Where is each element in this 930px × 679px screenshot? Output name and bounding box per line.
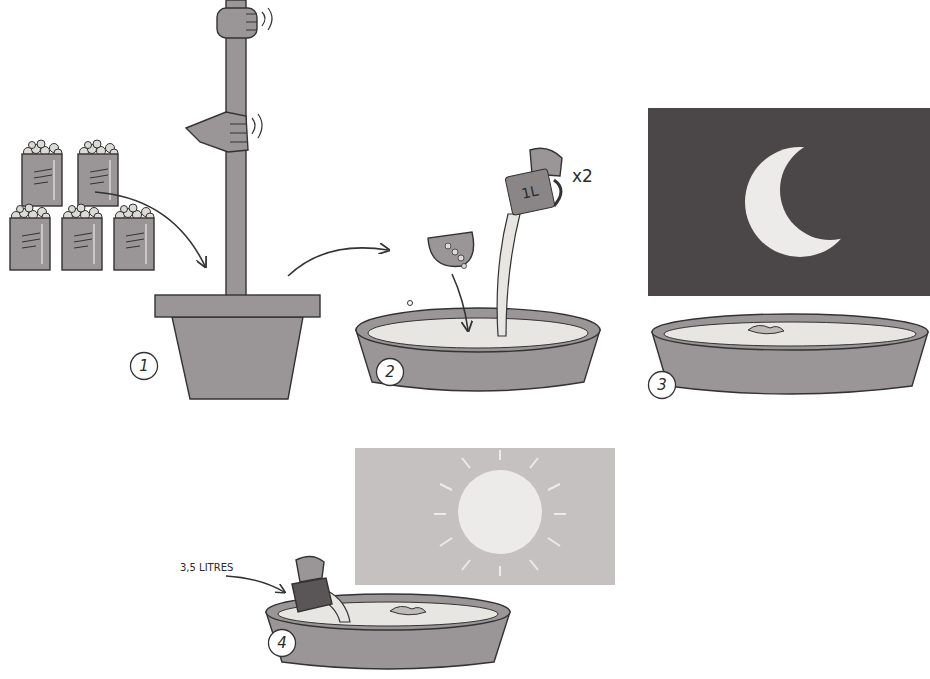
multiplier-note: x2: [572, 168, 593, 185]
leader-arrow: [226, 576, 284, 592]
step-number-text: 1: [139, 359, 149, 374]
day-panel: [462, 560, 470, 570]
basin: [368, 318, 588, 348]
basin: [356, 308, 600, 352]
day-panel: [530, 458, 538, 468]
pestle: [217, 8, 257, 38]
step-number: 2: [375, 357, 405, 387]
basin: [652, 314, 928, 350]
pestle: [246, 22, 257, 23]
night-panel: [648, 108, 930, 296]
grain-cans: [10, 140, 154, 270]
flow-arrow: [452, 274, 468, 330]
basin: [652, 314, 928, 394]
grain-can: [62, 204, 102, 270]
mortar: [155, 295, 320, 399]
day-panel: [434, 450, 566, 576]
step-number: 3: [647, 370, 677, 400]
step-circle: [377, 359, 404, 386]
day-panel: [499, 450, 501, 460]
jug-label: 1L: [504, 168, 555, 216]
pestle: [230, 133, 247, 134]
basin: [408, 301, 413, 306]
step-number-text: 2: [385, 365, 395, 380]
step-circle: [649, 372, 676, 399]
flow-arrow: [95, 192, 205, 266]
pestle: [246, 30, 257, 31]
grain-bowl: [428, 232, 474, 269]
grain-can: [10, 204, 50, 270]
day-panel: [548, 538, 560, 546]
night-panel: [780, 140, 880, 240]
pouring-jug: [292, 556, 350, 622]
pestle: [186, 0, 272, 302]
pestle: [230, 142, 247, 143]
step-circle: [269, 630, 296, 657]
grain-can: [114, 204, 154, 270]
pouring-jug: [292, 578, 332, 612]
step-number-text: 3: [657, 378, 667, 393]
mortar: [172, 317, 303, 399]
step-number: 1: [129, 351, 159, 381]
grain-can: [22, 140, 62, 206]
flow-arrow: [288, 248, 388, 276]
step-circle: [131, 353, 158, 380]
day-panel: [458, 470, 542, 554]
pestle: [252, 114, 262, 138]
pestle: [246, 14, 257, 15]
jug-volume-text: 1L: [520, 183, 539, 200]
grain-can: [78, 140, 118, 206]
pouring-jug: [296, 556, 324, 582]
day-panel: [462, 458, 470, 468]
basin: [390, 606, 426, 614]
grain-bowl: [458, 255, 464, 261]
day-panel: [548, 484, 560, 490]
pestle: [230, 124, 247, 125]
basin: [356, 301, 600, 392]
day-panel: [530, 560, 538, 570]
volume-note: 3,5 LITRES: [180, 563, 233, 573]
pouring-hand: [497, 214, 520, 336]
step-number-text: 4: [277, 636, 287, 651]
grain-bowl: [428, 232, 474, 266]
pestle: [262, 8, 272, 30]
pestle: [186, 112, 248, 152]
day-panel: [554, 513, 566, 515]
pouring-hand: [497, 148, 562, 336]
step-number: 4: [267, 628, 297, 658]
basin: [748, 325, 784, 333]
night-panel: [648, 108, 930, 296]
grain-bowl: [445, 243, 451, 249]
day-panel: [355, 448, 615, 585]
mortar: [155, 295, 320, 317]
grain-bowl: [452, 249, 458, 255]
grain-bowl: [462, 264, 467, 269]
day-panel: [499, 566, 501, 576]
pouring-hand: [554, 180, 561, 206]
day-panel: [434, 513, 446, 515]
day-panel: [440, 538, 452, 546]
day-panel: [440, 484, 452, 490]
day-panel: [355, 448, 615, 585]
basin: [664, 322, 916, 346]
